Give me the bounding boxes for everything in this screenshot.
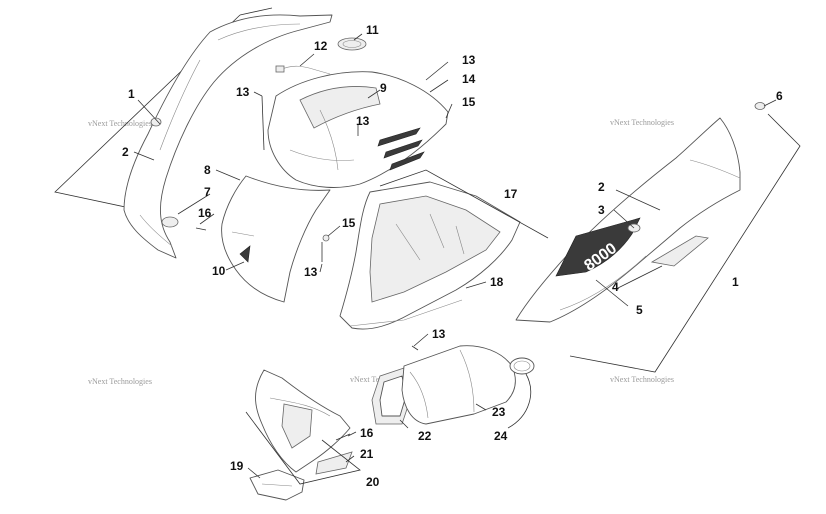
console-tray <box>339 181 521 330</box>
nose-panel <box>221 175 331 303</box>
screw <box>411 345 419 351</box>
callout-10: 10 <box>212 264 226 278</box>
screw <box>335 433 351 441</box>
callout-14: 14 <box>462 72 476 86</box>
callout-2: 2 <box>122 145 129 159</box>
intake-duct <box>401 345 516 425</box>
left-side-panel-bracket <box>54 14 241 209</box>
fastener <box>754 102 766 110</box>
callout-18: 18 <box>490 275 504 289</box>
callout-24: 24 <box>494 429 508 443</box>
callout-20: 20 <box>366 475 380 489</box>
callout-16: 16 <box>198 206 212 220</box>
small-decal <box>650 235 709 267</box>
bracket-piece <box>315 451 353 475</box>
watermark: vNext Technologies <box>610 375 674 384</box>
callout-19: 19 <box>230 459 244 473</box>
callout-16: 16 <box>360 426 374 440</box>
callout-1: 1 <box>732 275 739 289</box>
callout-13: 13 <box>356 114 370 128</box>
right-side-panel: 8000 <box>515 117 741 323</box>
callout-21: 21 <box>360 447 374 461</box>
left-side-panel-bracket-stub <box>239 7 273 16</box>
callout-5: 5 <box>636 303 643 317</box>
hose-clamp <box>509 357 535 375</box>
callout-6: 6 <box>776 89 783 103</box>
callout-22: 22 <box>418 429 432 443</box>
watermark: vNext Technologies <box>610 118 674 127</box>
callout-2: 2 <box>598 180 605 194</box>
callout-13: 13 <box>236 85 250 99</box>
callout-12: 12 <box>314 39 328 53</box>
harness <box>279 65 331 75</box>
callout-13: 13 <box>304 265 318 279</box>
fastener <box>322 234 330 242</box>
screw <box>261 95 265 151</box>
callout-7: 7 <box>204 185 211 199</box>
lower-nose <box>255 369 351 473</box>
callout-8: 8 <box>204 163 211 177</box>
grommet <box>161 216 179 228</box>
lower-nose-bracket <box>245 411 361 485</box>
watermark: vNext Technologies <box>88 119 152 128</box>
panel-fastener <box>150 117 162 127</box>
callout-11: 11 <box>366 23 379 37</box>
callout-23: 23 <box>492 405 506 419</box>
callout-9: 9 <box>380 81 387 95</box>
callout-13: 13 <box>432 327 446 341</box>
decal <box>555 217 641 277</box>
callout-1: 1 <box>128 87 135 101</box>
callout-3: 3 <box>598 203 605 217</box>
callout-4: 4 <box>612 280 619 294</box>
watermark: vNext Technologies <box>88 377 152 386</box>
callouts: 1 2 7 16 10 8 13 12 11 9 13 13 14 15 15 … <box>122 23 783 489</box>
screw <box>195 227 207 231</box>
vent-ring <box>337 37 367 51</box>
leader-lines <box>133 33 777 479</box>
left-side-panel <box>123 14 333 259</box>
callout-15: 15 <box>462 95 476 109</box>
callout-15: 15 <box>342 216 356 230</box>
callout-13: 13 <box>462 53 476 67</box>
callout-17: 17 <box>504 187 518 201</box>
right-side-panel-bracket <box>569 113 801 373</box>
